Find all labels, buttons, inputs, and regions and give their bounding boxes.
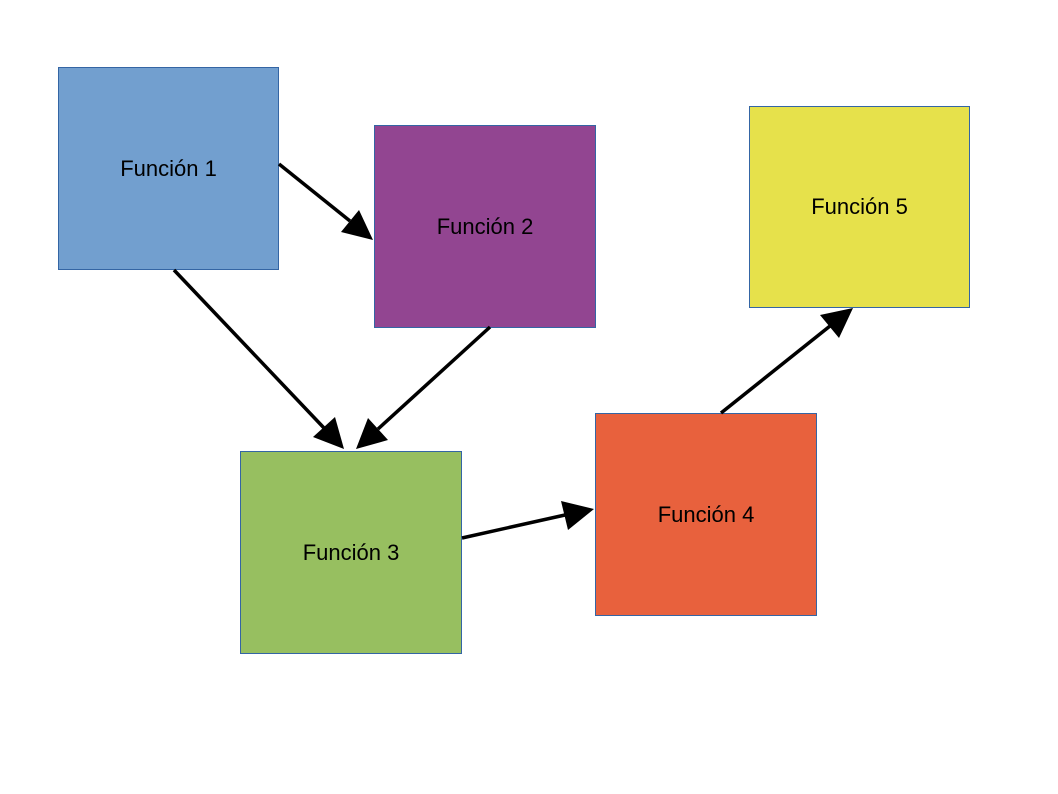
- edge-line: [719, 324, 832, 415]
- node-label: Función 5: [811, 194, 908, 219]
- node-label: Función 1: [120, 155, 217, 181]
- node-label: Función 2: [436, 213, 534, 239]
- edge-1-to-2: [277, 162, 373, 240]
- arrowhead: [313, 417, 344, 449]
- edge-line: [172, 268, 326, 430]
- node-label: Función 3: [302, 539, 400, 565]
- node-funcion-3[interactable]: Función 3: [240, 451, 462, 654]
- arrowhead: [561, 501, 594, 530]
- node-funcion-1[interactable]: Función 1: [58, 67, 279, 270]
- arrowhead: [356, 418, 388, 449]
- edge-line: [461, 513, 566, 540]
- node-label: Función 4: [657, 501, 755, 527]
- node-funcion-2[interactable]: Función 2: [374, 125, 596, 328]
- edge-1-to-3: [172, 268, 344, 449]
- edge-2-to-3: [356, 325, 492, 449]
- edge-line: [376, 325, 492, 431]
- edge-3-to-4: [461, 501, 594, 540]
- arrowhead: [820, 308, 853, 338]
- node-funcion-4[interactable]: Función 4: [595, 413, 817, 616]
- edge-4-to-5: [719, 308, 853, 415]
- node-funcion-5[interactable]: Función 5: [749, 106, 970, 308]
- arrowhead: [341, 210, 373, 240]
- edge-line: [277, 162, 352, 223]
